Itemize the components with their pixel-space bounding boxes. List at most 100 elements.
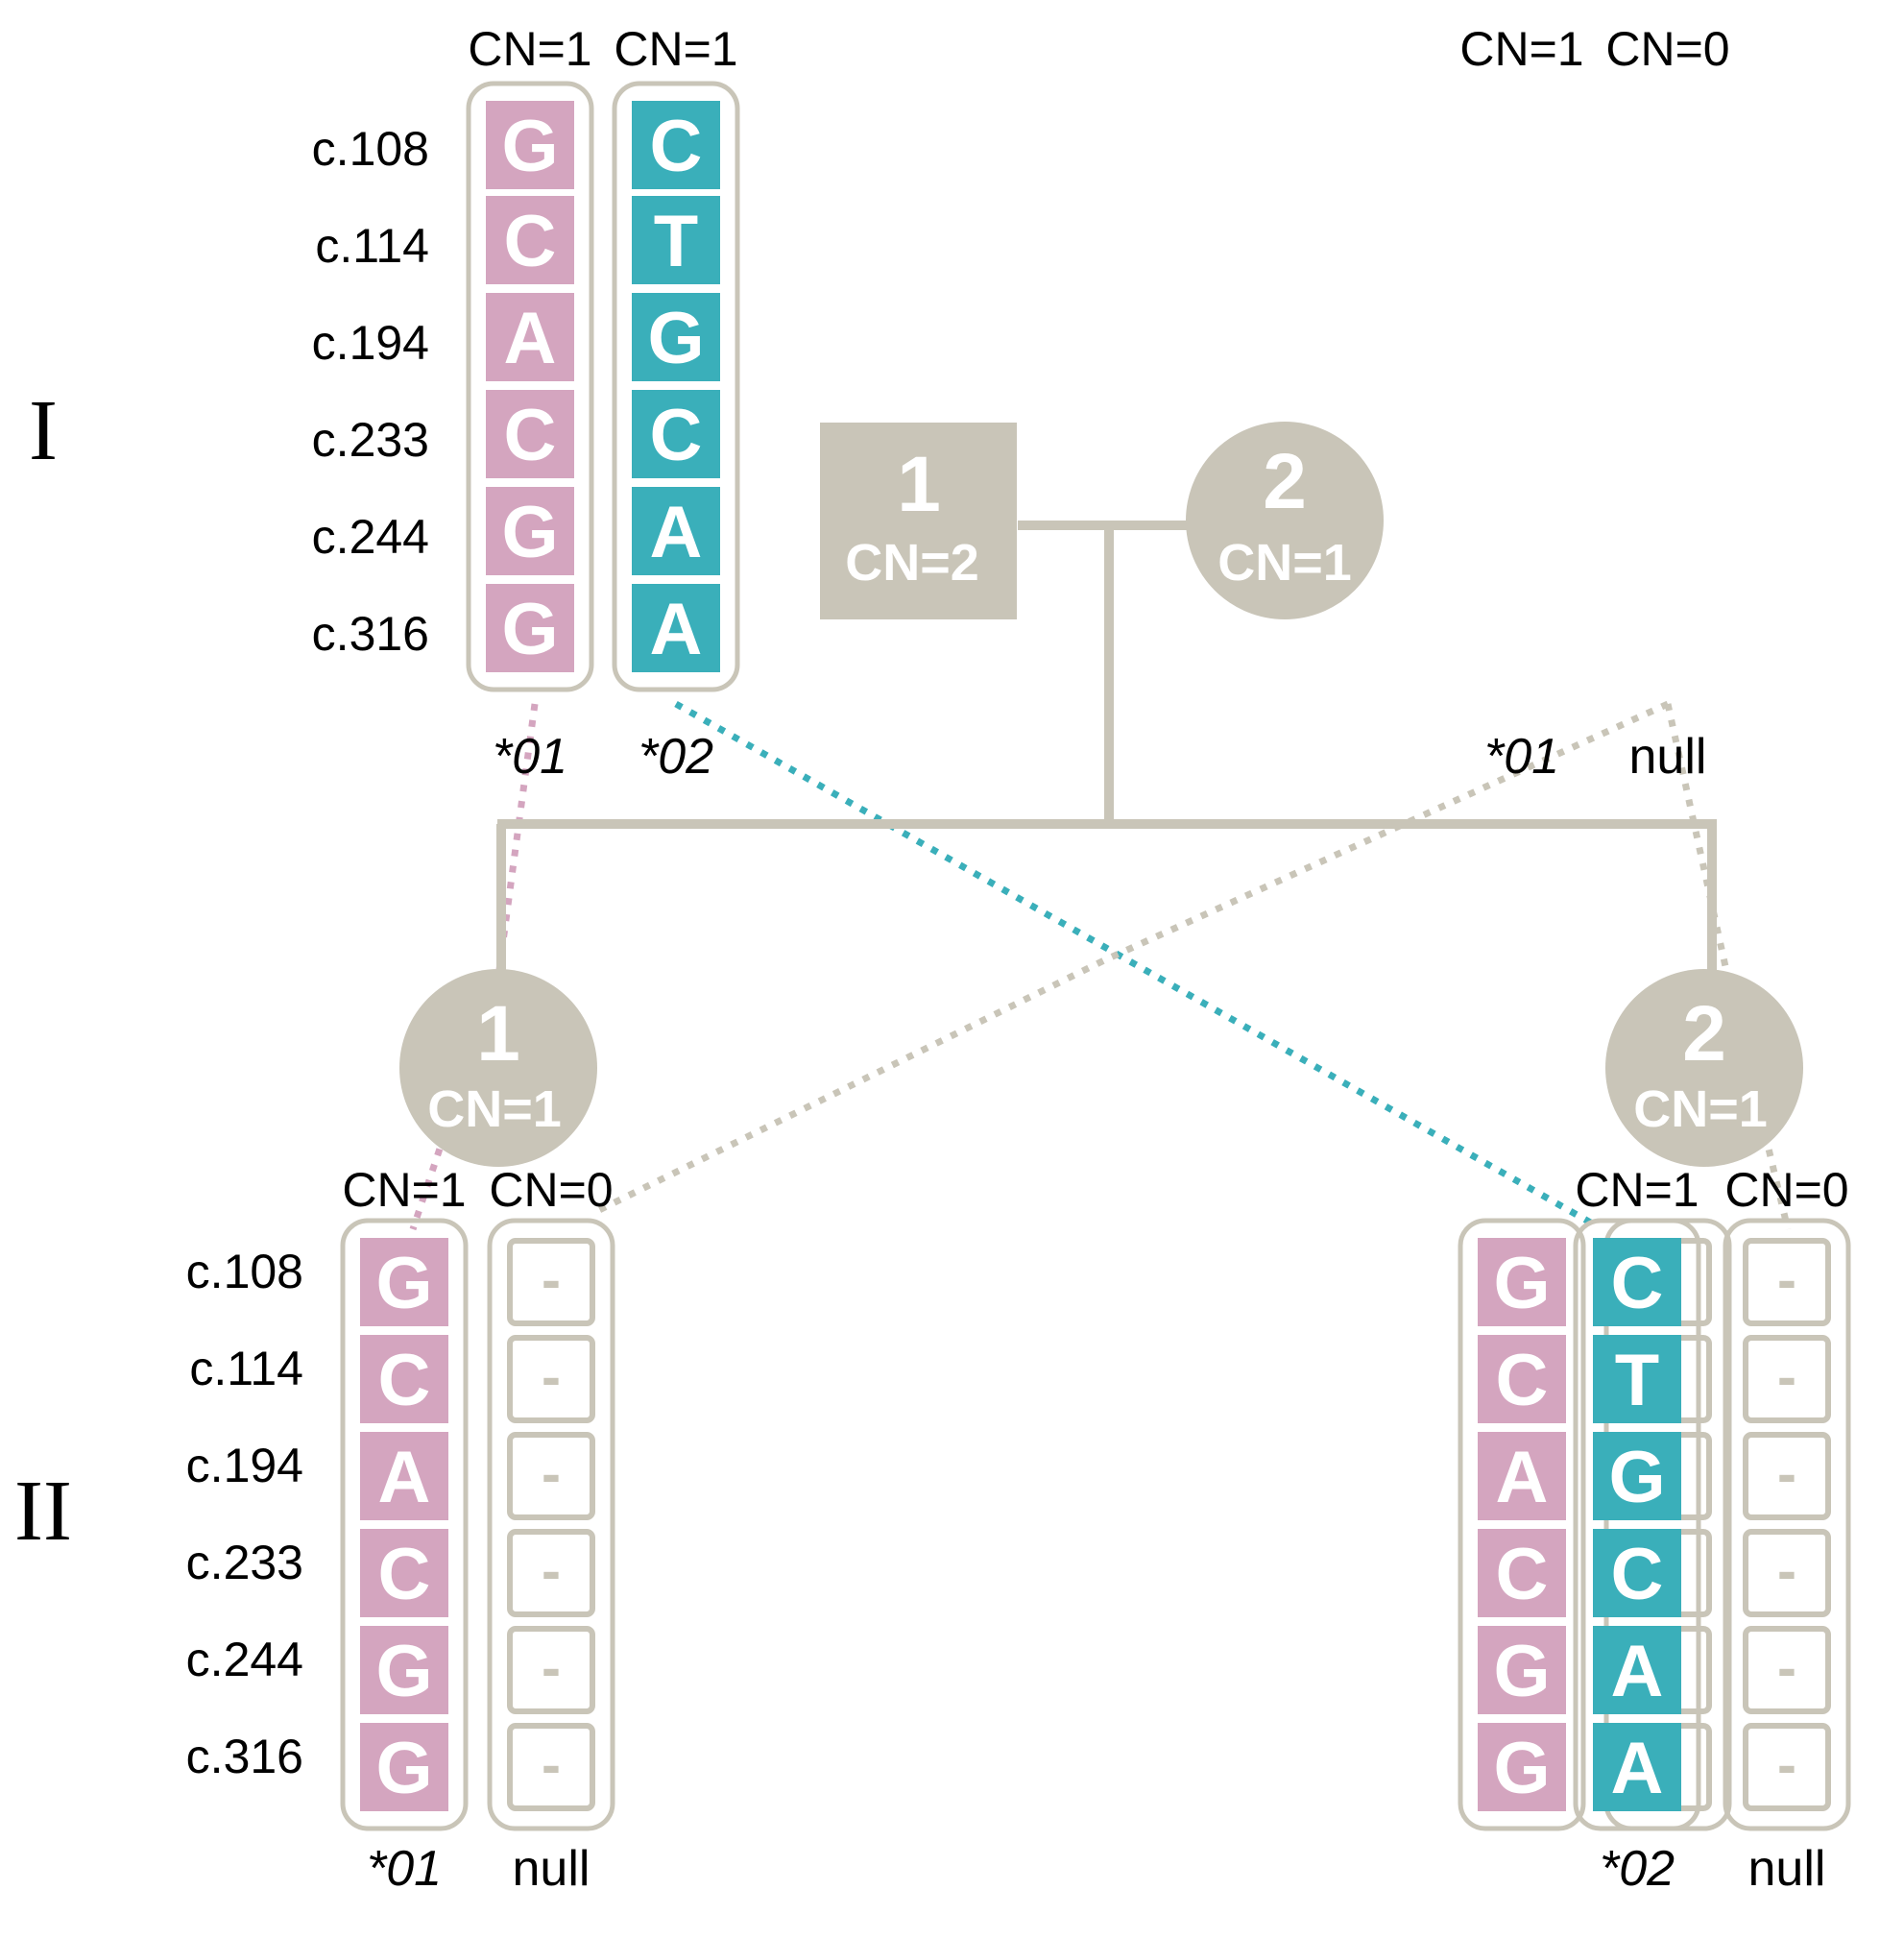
- haplotype-copy-number: CN=0: [1605, 22, 1729, 76]
- base-letter: -: [542, 1732, 561, 1797]
- null-cell: [1743, 1723, 1831, 1811]
- base-letter: -: [1777, 1538, 1796, 1603]
- node-number: 2: [1682, 990, 1726, 1078]
- base-letter: C: [650, 395, 703, 476]
- base-letter: G: [1608, 1437, 1665, 1518]
- haplotype-outline: [487, 1218, 615, 1831]
- null-cell: [1743, 1529, 1831, 1617]
- position-label: c.244: [312, 510, 429, 564]
- base-letter: G: [501, 589, 558, 670]
- position-label: c.233: [312, 413, 429, 467]
- node-copy-number: CN=1: [1633, 1080, 1768, 1138]
- position-label: c.194: [186, 1439, 303, 1492]
- base-cell: [360, 1723, 448, 1811]
- position-label: c.194: [312, 316, 429, 370]
- generation-label-2: II: [14, 1464, 72, 1559]
- null-cell: [507, 1529, 595, 1617]
- position-labels-gen2: c.108 c.114 c.194 c.233 c.244 c.316: [186, 1245, 303, 1783]
- base-letter: -: [542, 1635, 561, 1700]
- null-cell: [507, 1626, 595, 1714]
- null-cell: [1743, 1432, 1831, 1520]
- node-copy-number: CN=2: [845, 534, 979, 592]
- base-cell: [360, 1335, 448, 1423]
- haplotype-outline: [340, 1218, 469, 1831]
- base-cell: [632, 101, 720, 189]
- base-letter: A: [378, 1437, 431, 1518]
- node-number: 1: [897, 441, 941, 528]
- position-label: c.108: [312, 122, 429, 176]
- base-letter: -: [542, 1344, 561, 1409]
- male-square: [820, 423, 1017, 619]
- haplotype-copy-number: CN=1: [1459, 22, 1583, 76]
- haplotype-copy-number: CN=1: [1575, 1163, 1699, 1217]
- base-letter: C: [504, 201, 557, 282]
- null-cell: [1743, 1335, 1831, 1423]
- female-circle: [1605, 969, 1803, 1167]
- base-cell: [1593, 1335, 1681, 1423]
- base-letter: G: [1493, 1631, 1550, 1712]
- base-letter: A: [504, 298, 557, 379]
- allele-label: *02: [1600, 1841, 1675, 1897]
- inheritance-line: [674, 700, 1596, 1228]
- base-cell: [1478, 1238, 1566, 1326]
- base-letter: A: [1611, 1631, 1664, 1712]
- position-label: c.233: [186, 1536, 303, 1589]
- haplotype-copy-number: CN=1: [614, 22, 737, 76]
- base-cell: [632, 487, 720, 575]
- position-label: c.108: [186, 1245, 303, 1298]
- base-letter: -: [1777, 1344, 1796, 1409]
- base-letter: C: [1611, 1243, 1664, 1324]
- base-cell: [486, 390, 574, 478]
- haplotype-copy-number: CN=1: [342, 1163, 466, 1217]
- allele-label: null: [1748, 1841, 1826, 1897]
- node-number: 2: [1263, 438, 1307, 525]
- base-letter: C: [1496, 1534, 1549, 1615]
- position-label: c.244: [186, 1633, 303, 1686]
- base-cell: [1593, 1238, 1681, 1326]
- base-cell: [486, 101, 574, 189]
- node-I-2: 2 CN=1: [1186, 422, 1384, 619]
- base-letter: G: [375, 1243, 432, 1324]
- base-cell: [360, 1626, 448, 1714]
- base-cell: [632, 196, 720, 284]
- position-label: c.114: [189, 1342, 303, 1395]
- position-labels-gen1: c.108 c.114 c.194 c.233 c.244 c.316: [312, 122, 429, 661]
- node-copy-number: CN=1: [427, 1080, 562, 1138]
- haplotype-outline: [612, 81, 740, 692]
- base-letter: -: [1777, 1635, 1796, 1700]
- position-label: c.316: [186, 1730, 303, 1783]
- base-cell: [632, 584, 720, 672]
- base-letter: -: [542, 1248, 561, 1312]
- haplotype-outline: [1723, 1218, 1851, 1831]
- position-label: c.114: [315, 219, 429, 273]
- node-II-2: 2 CN=1: [1605, 969, 1803, 1167]
- base-letter: G: [647, 298, 704, 379]
- allele-label: *02: [639, 729, 713, 785]
- haplotype-outline: [466, 81, 594, 692]
- base-cell: [1593, 1626, 1681, 1714]
- haplotype-outline: [1573, 1218, 1701, 1831]
- haplotype-copy-number: CN=0: [489, 1163, 613, 1217]
- base-letter: G: [501, 106, 558, 187]
- base-cell: [360, 1432, 448, 1520]
- node-copy-number: CN=1: [1217, 534, 1352, 592]
- base-cell: [1478, 1335, 1566, 1423]
- haplotype-copy-number: CN=1: [468, 22, 591, 76]
- base-letter: C: [1496, 1340, 1549, 1421]
- position-label: c.316: [312, 607, 429, 661]
- base-cell: [1593, 1529, 1681, 1617]
- base-cell: [486, 584, 574, 672]
- base-letter: -: [1777, 1441, 1796, 1506]
- node-number: 1: [476, 990, 520, 1078]
- allele-label: *01: [367, 1841, 442, 1897]
- base-letter: -: [1777, 1248, 1796, 1312]
- base-letter: A: [650, 589, 703, 670]
